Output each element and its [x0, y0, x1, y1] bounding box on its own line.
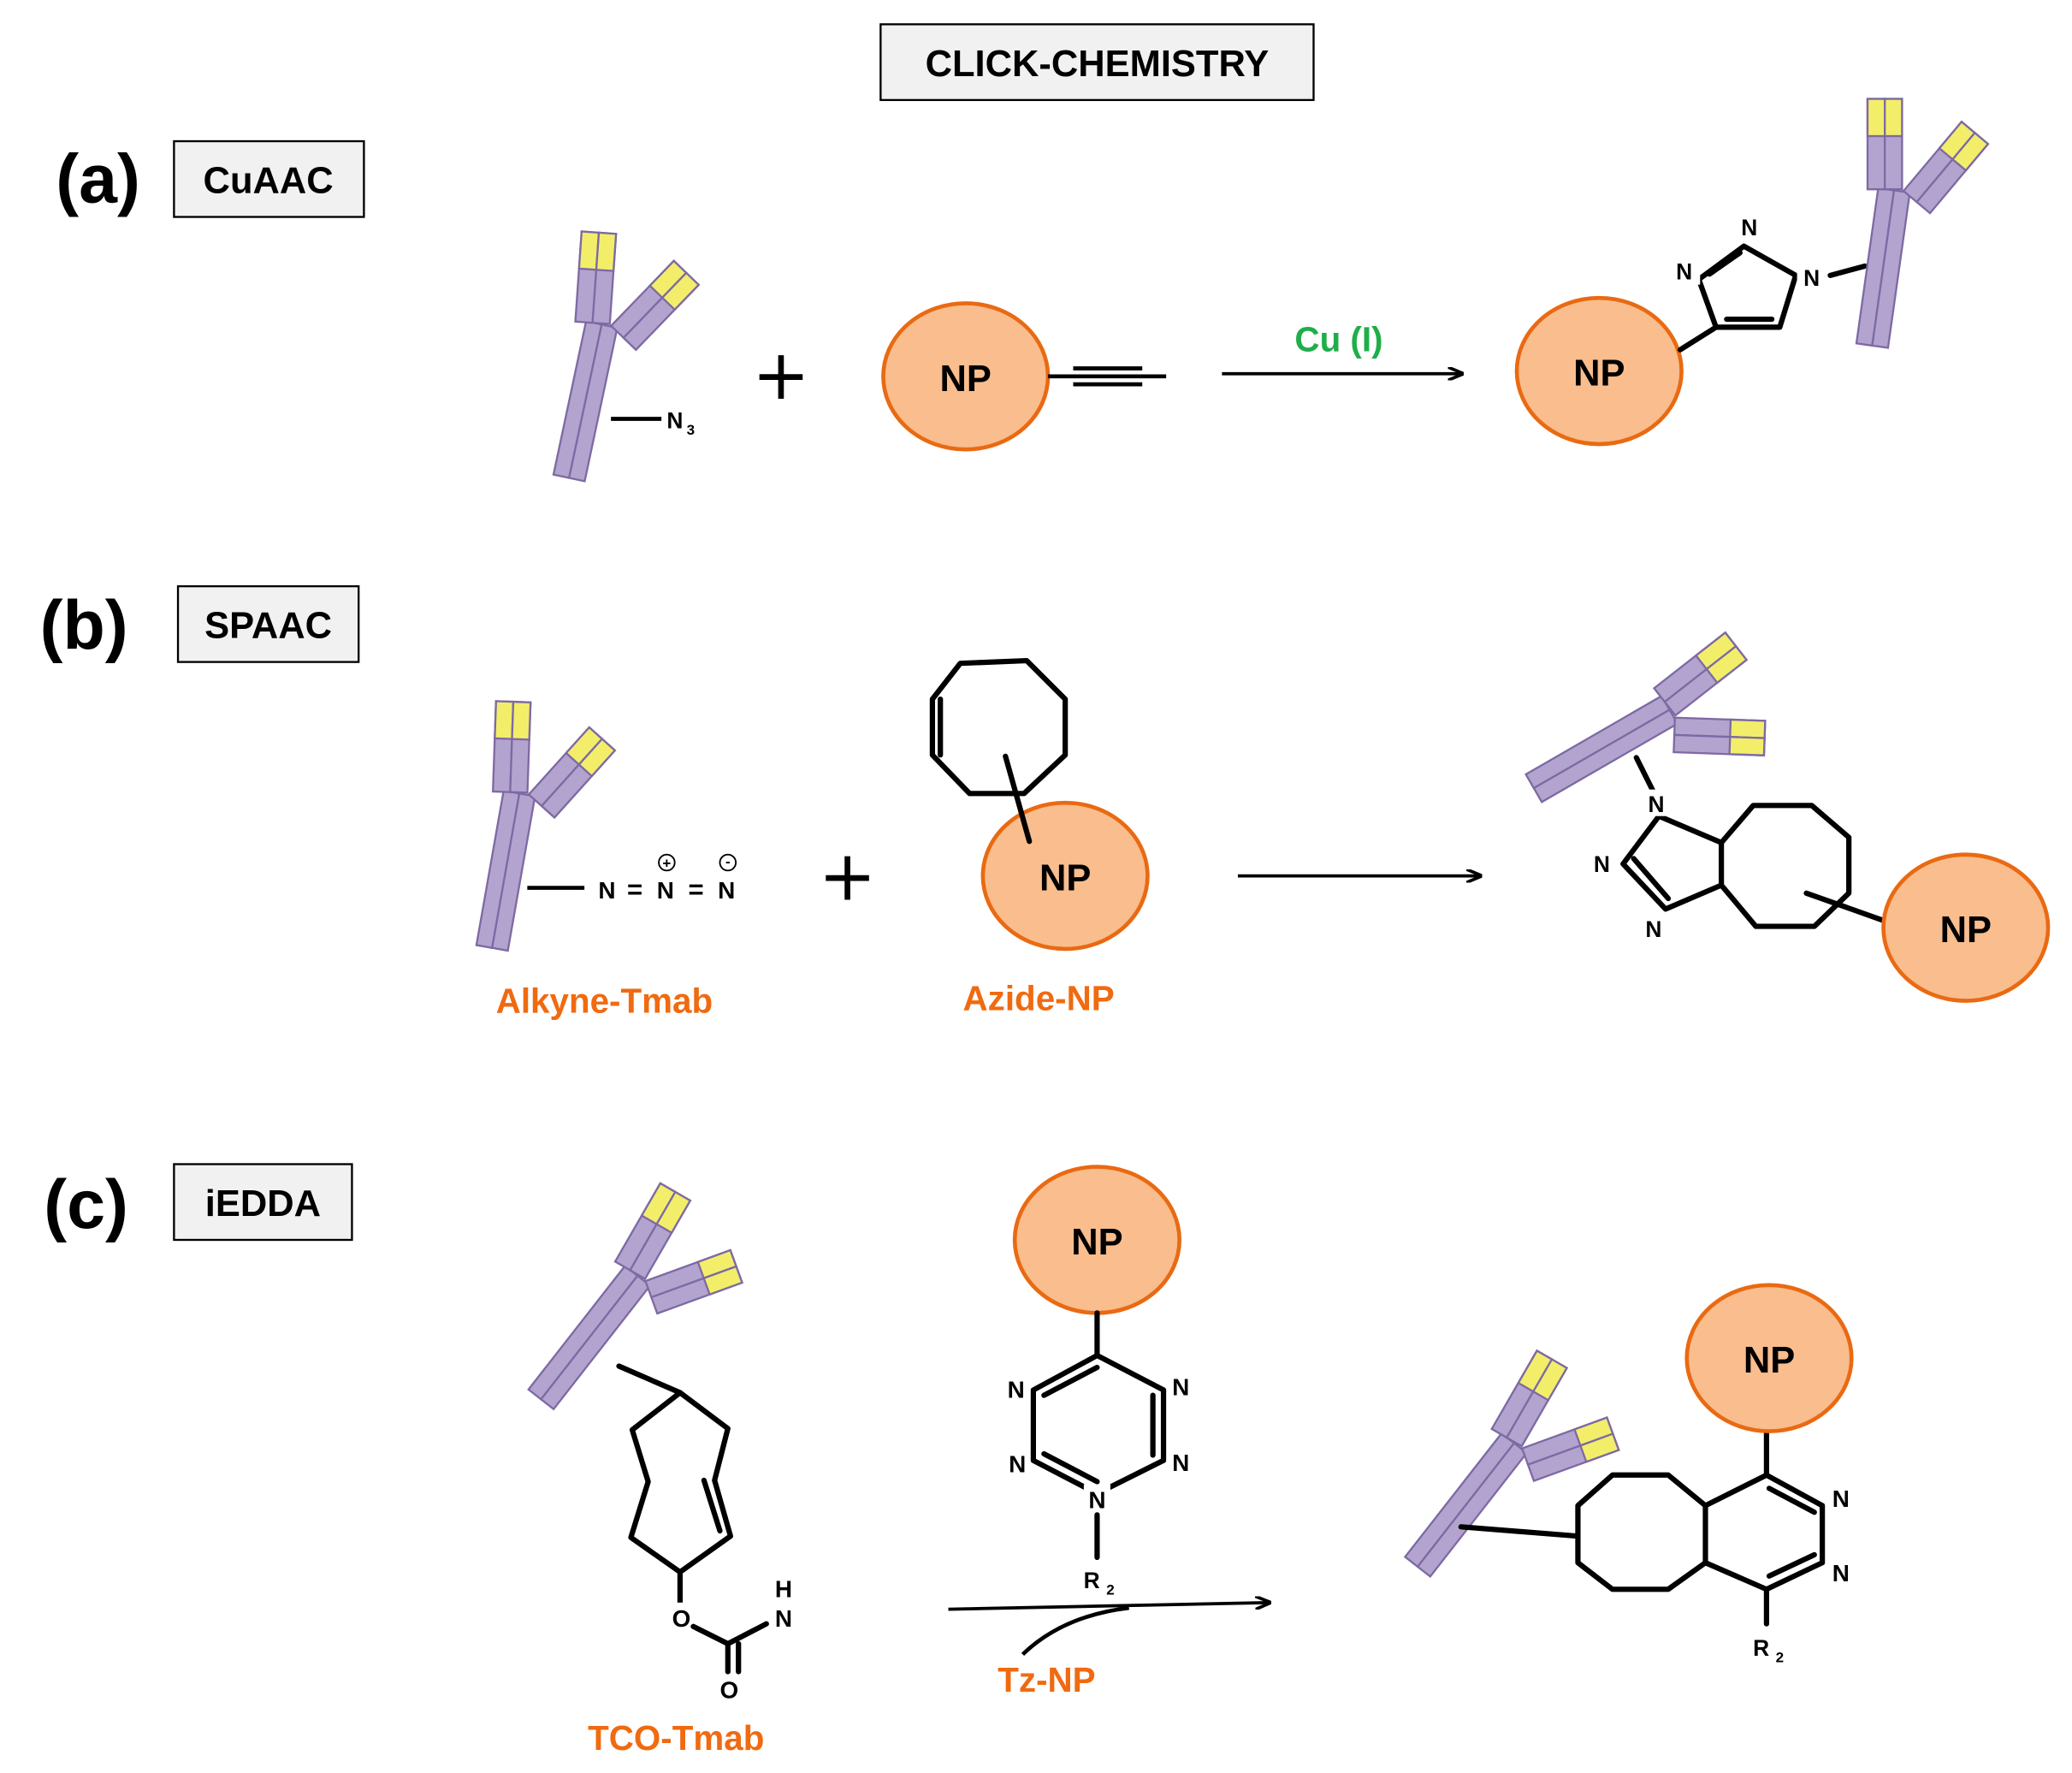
- np-label-c1: NP: [1071, 1222, 1122, 1263]
- antibody-icon: [530, 225, 707, 497]
- panel-c: (c) iEDDA O O H N TCO-Tmab NP: [44, 1163, 1855, 1758]
- reactant2-caption-b: Azide-NP: [963, 978, 1115, 1017]
- arrow-caption-c: Tz-NP: [998, 1660, 1095, 1699]
- nanoparticle-icon: NP: [980, 800, 1150, 952]
- title-box: CLICK-CHEMISTRY: [879, 23, 1315, 102]
- panel-c-letter: (c): [44, 1166, 128, 1243]
- eq-b1: =: [627, 875, 642, 904]
- panel-a-method: CuAAC: [204, 161, 334, 202]
- atom-n-b6: N: [1645, 916, 1661, 942]
- catalyst-label: Cu (I): [1294, 319, 1382, 359]
- panel-c-method: iEDDA: [205, 1183, 321, 1224]
- atom-o-c1: O: [672, 1605, 691, 1632]
- panel-a-letter: (a): [56, 140, 140, 217]
- azide-label: N: [666, 407, 683, 433]
- octahydro-pyridazine-ring: [1575, 1472, 1826, 1592]
- antibody-icon: [509, 1178, 764, 1454]
- atom-n-a1: N: [1676, 258, 1692, 284]
- atom-n-a2: N: [1741, 215, 1757, 240]
- atom-n-c3: N: [1172, 1374, 1189, 1401]
- trans-cyclooctene-ring: [628, 1390, 734, 1575]
- atom-n-c7: N: [1832, 1485, 1850, 1512]
- r-sub-c2: 2: [1776, 1650, 1785, 1666]
- nanoparticle-icon: NP: [1881, 852, 2051, 1003]
- panel-b-method-box: [176, 584, 360, 663]
- reaction-arrow-icon: [948, 1603, 1269, 1611]
- np-label-c2: NP: [1743, 1340, 1795, 1381]
- charge-minus: -: [725, 854, 731, 870]
- panel-b: (b) SPAAC N = N = N + - Alkyne-Tmab + NP…: [40, 584, 2051, 1020]
- atom-n-b2: N: [657, 877, 674, 904]
- eq-b2: =: [688, 875, 703, 904]
- atom-o-c2: O: [719, 1677, 738, 1704]
- nanoparticle-icon: NP: [881, 301, 1051, 452]
- panel-b-method: SPAAC: [204, 606, 332, 647]
- np-label-b2: NP: [1940, 910, 1992, 951]
- triazole-ring: [1696, 243, 1799, 330]
- atom-n-c6: N: [1088, 1487, 1105, 1514]
- plus-icon: +: [819, 837, 877, 917]
- atom-n-a3: N: [1803, 265, 1820, 291]
- atom-n-b3: N: [718, 877, 735, 904]
- plus-icon: +: [752, 335, 810, 416]
- atom-h-c1: H: [775, 1576, 792, 1603]
- antibody-icon: [1832, 92, 1994, 359]
- atom-n-c1: N: [775, 1605, 792, 1632]
- atom-n-b1: N: [598, 877, 615, 904]
- tetrazine-ring: [1030, 1352, 1167, 1497]
- panel-c-method-box: [173, 1163, 353, 1242]
- atom-n-c5: N: [1172, 1450, 1189, 1476]
- triazole-fused-ring: [1620, 803, 1852, 929]
- antibody-icon: [453, 695, 622, 964]
- nanoparticle-icon: NP: [1012, 1165, 1182, 1315]
- antibody-icon: [1513, 629, 1794, 864]
- nanoparticle-icon: NP: [1514, 295, 1684, 447]
- page-title: CLICK-CHEMISTRY: [926, 44, 1270, 85]
- r-group-c1: R: [1084, 1568, 1100, 1593]
- np-label-b1: NP: [1039, 858, 1091, 899]
- azide-subscript: 3: [687, 422, 695, 438]
- atom-n-c8: N: [1832, 1560, 1850, 1586]
- panel-a-method-box: [173, 139, 365, 218]
- atom-n-b5: N: [1594, 851, 1610, 877]
- nanoparticle-icon: NP: [1684, 1283, 1854, 1433]
- r-group-c2: R: [1753, 1635, 1769, 1661]
- np-label-a2: NP: [1573, 353, 1625, 394]
- atom-n-c4: N: [1009, 1451, 1026, 1478]
- r-sub-c1: 2: [1106, 1582, 1115, 1598]
- cyclooctyne-ring: [929, 657, 1069, 797]
- charge-plus: +: [662, 855, 671, 871]
- panel-b-letter: (b): [40, 587, 128, 664]
- np-label-a1: NP: [940, 359, 992, 400]
- atom-n-b4: N: [1649, 792, 1665, 817]
- panel-a: (a) CuAAC N 3 + NP Cu (I) NP: [56, 92, 1994, 497]
- atom-n-c2: N: [1008, 1377, 1025, 1403]
- reactant1-caption-c: TCO-Tmab: [588, 1718, 764, 1758]
- reactant1-caption-b: Alkyne-Tmab: [496, 981, 713, 1020]
